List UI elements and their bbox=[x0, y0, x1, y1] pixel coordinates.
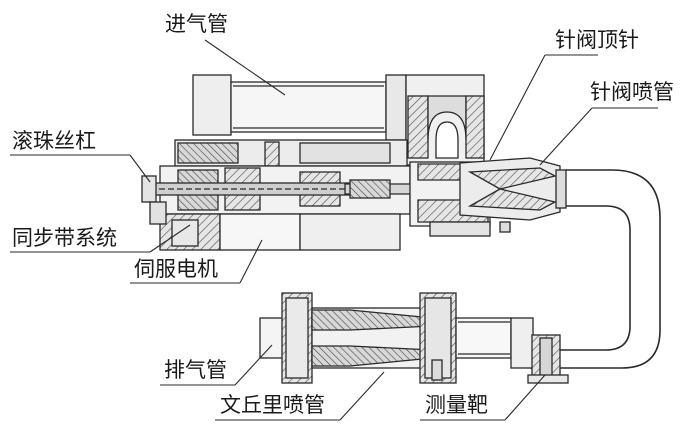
leader-nozzle bbox=[539, 107, 593, 166]
label-needle-valve-nozzle: 针阀喷管 bbox=[590, 80, 674, 104]
servo-motor-block bbox=[149, 201, 401, 251]
leader-intake-pipe bbox=[204, 39, 286, 96]
leader-venturi bbox=[339, 371, 385, 421]
venturi-assembly bbox=[259, 292, 534, 384]
leader-ball-screw bbox=[129, 154, 151, 183]
label-measuring-target: 测量靶 bbox=[425, 393, 488, 417]
leader-belt bbox=[149, 224, 191, 253]
intake-pipe-body bbox=[192, 74, 485, 166]
leader-exhaust bbox=[234, 344, 273, 386]
leader-target bbox=[504, 374, 546, 421]
leader-motor bbox=[239, 239, 263, 284]
return-tube bbox=[530, 169, 661, 369]
label-ball-screw: 滚珠丝杠 bbox=[12, 129, 96, 153]
leader-lines bbox=[10, 39, 658, 421]
label-exhaust-pipe: 排气管 bbox=[164, 358, 227, 382]
label-sync-belt-system: 同步带系统 bbox=[12, 226, 117, 250]
label-needle-valve-pin: 针阀顶针 bbox=[555, 28, 639, 52]
measuring-target bbox=[527, 334, 569, 384]
needle-valve-nozzle bbox=[409, 157, 567, 237]
leader-needle-pin bbox=[489, 54, 546, 161]
label-servo-motor: 伺服电机 bbox=[134, 257, 218, 281]
main-housing bbox=[159, 139, 411, 215]
label-intake-pipe: 进气管 bbox=[165, 12, 228, 36]
label-venturi-nozzle: 文丘里喷管 bbox=[220, 393, 325, 417]
